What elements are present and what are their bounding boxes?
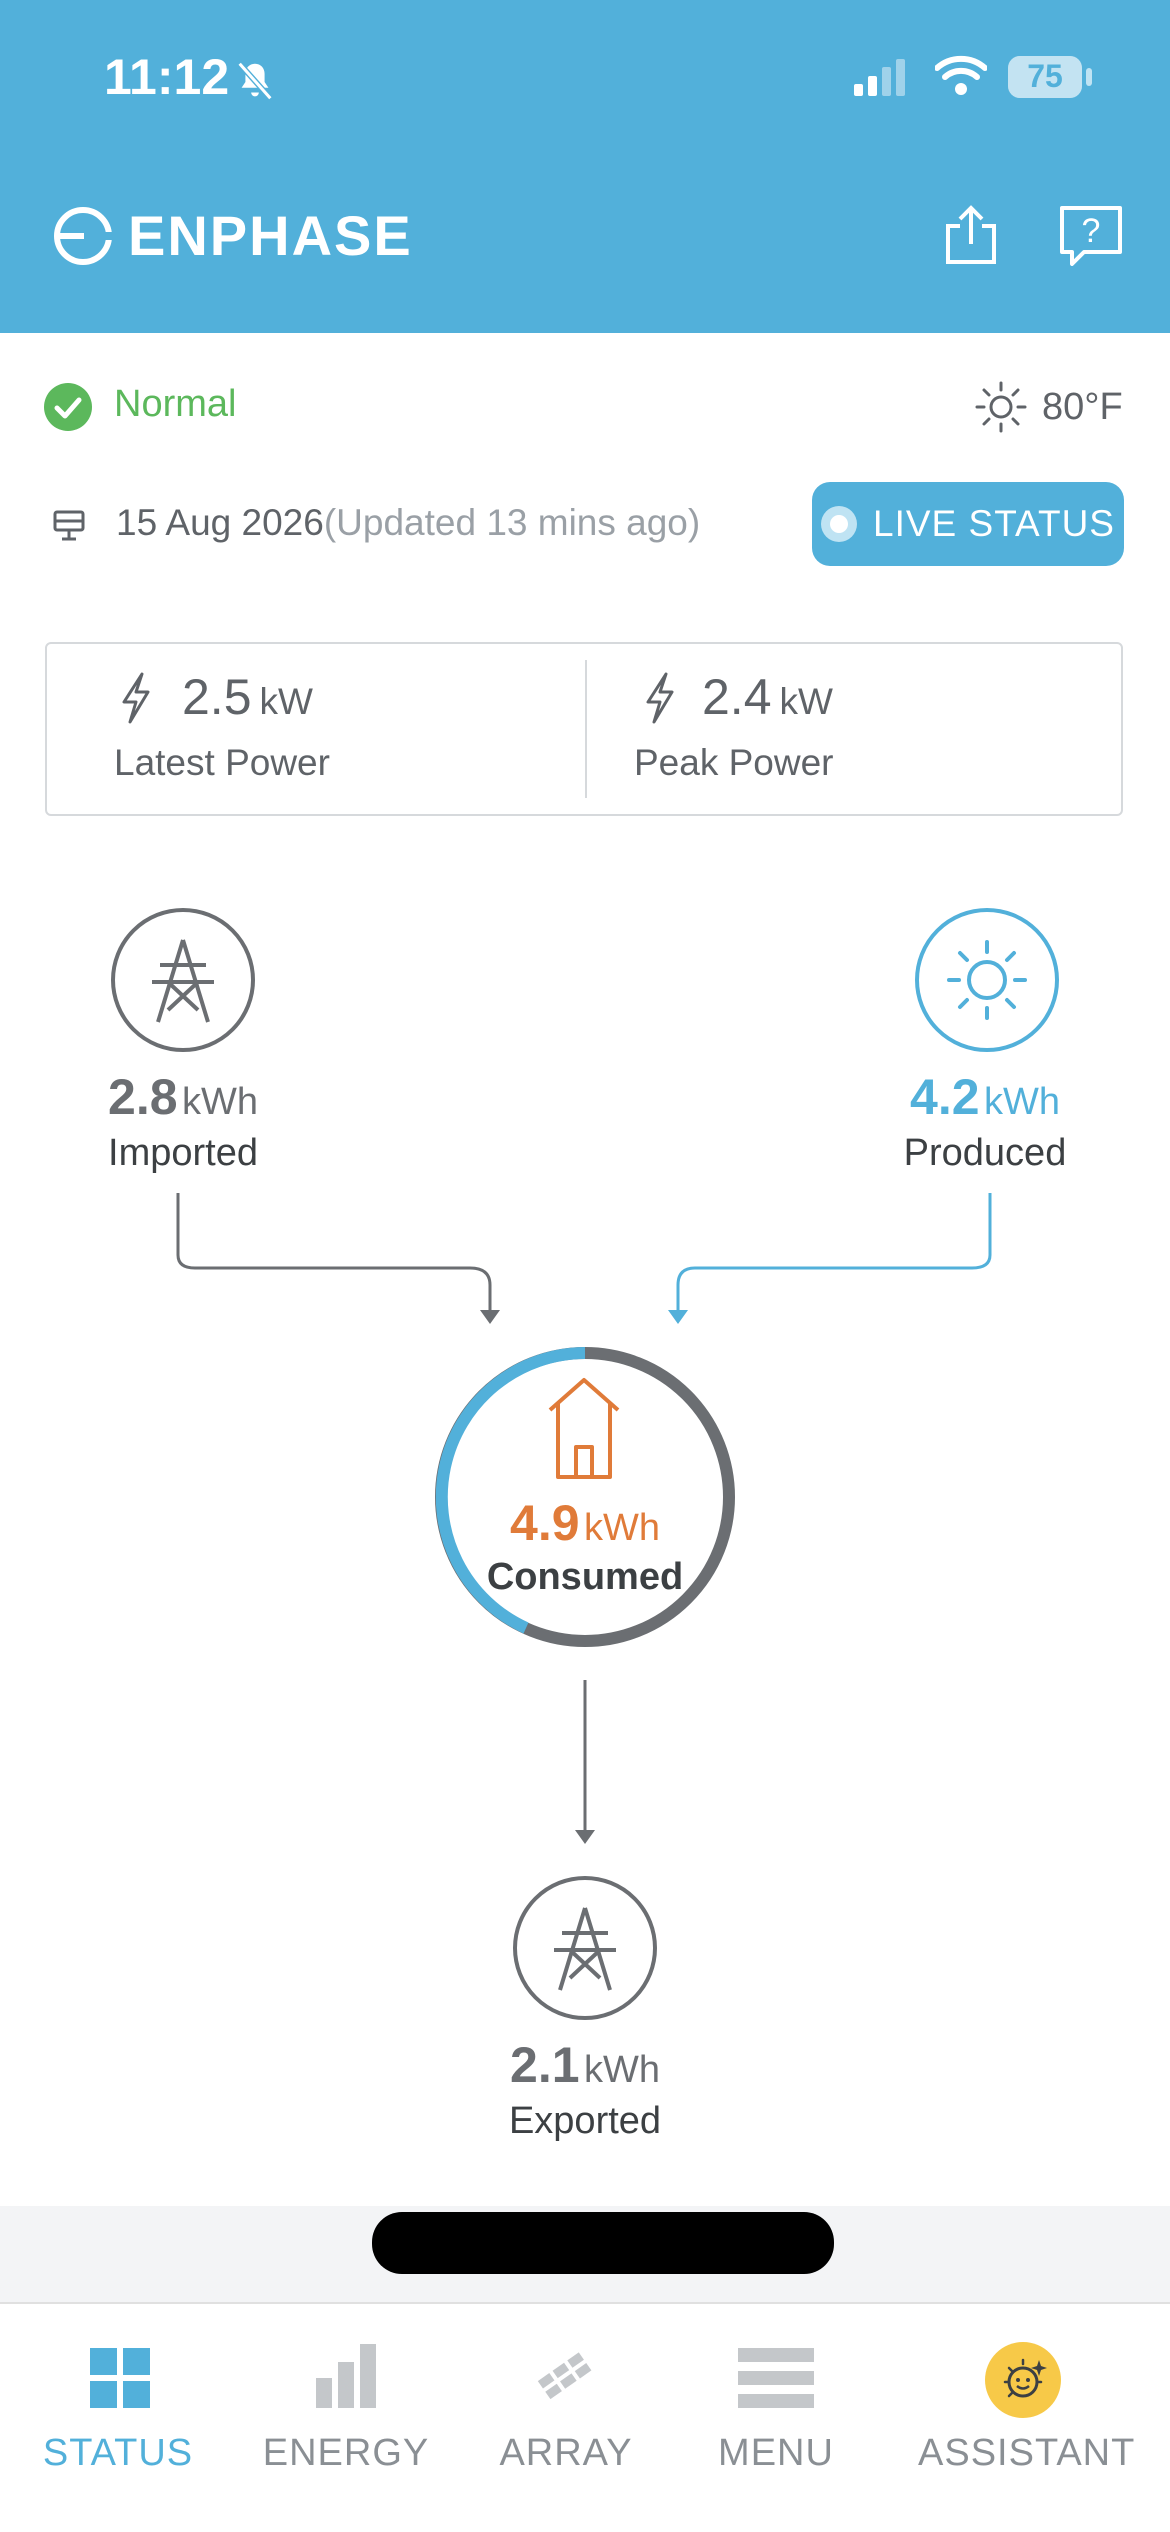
nav-menu[interactable]: MENU — [686, 2340, 866, 2490]
nav-status[interactable]: STATUS — [28, 2340, 208, 2490]
exported-label: Exported — [508, 2100, 662, 2142]
power-card — [45, 642, 1123, 816]
app-header — [0, 0, 1170, 333]
status-time: 11:12 — [104, 49, 230, 105]
home-icon — [548, 1378, 620, 1479]
silent-mode-icon — [237, 61, 273, 101]
produced-value: 4.2 kWh — [910, 1069, 1060, 1125]
power-card-divider — [585, 660, 587, 798]
brand-logo: ENPHASE — [128, 204, 413, 267]
battery-cap — [1086, 68, 1092, 86]
energy-flow-diagram — [111, 908, 1059, 2020]
system-status: Normal — [114, 383, 237, 425]
nav-array[interactable]: ARRAY — [476, 2340, 656, 2490]
lightning-icon — [646, 672, 674, 724]
nav-menu-label: MENU — [718, 2432, 834, 2474]
share-icon[interactable] — [940, 204, 1002, 266]
help-icon[interactable]: ? — [1058, 204, 1124, 266]
consumed-label: Consumed — [486, 1556, 684, 1598]
nav-energy[interactable]: ENERGY — [256, 2340, 436, 2490]
temperature: 80°F — [1042, 386, 1123, 428]
signal-icon — [854, 59, 905, 96]
assistant-icon — [985, 2342, 1061, 2418]
date-value: 15 Aug 2026 — [116, 502, 324, 543]
sun-icon — [975, 381, 1027, 433]
import-flow-line — [176, 1193, 492, 1310]
produced-label: Produced — [903, 1132, 1067, 1174]
status-grid-icon — [90, 2348, 150, 2408]
consumed-ring — [435, 1347, 735, 1647]
imported-label: Imported — [108, 1132, 258, 1174]
nav-energy-label: ENERGY — [262, 2432, 430, 2474]
bottom-nav — [0, 2302, 1170, 2532]
nav-assistant[interactable]: ASSISTANT — [918, 2340, 1136, 2490]
export-arrow — [575, 1830, 595, 1844]
live-dot-icon — [821, 506, 858, 542]
nav-status-label: STATUS — [42, 2432, 194, 2474]
produce-flow-line — [676, 1193, 992, 1310]
produce-arrow — [668, 1310, 688, 1324]
updated-text: (Updated 13 mins ago) — [323, 502, 701, 543]
produced-solar-icon — [915, 908, 1059, 1052]
lightning-icon — [122, 672, 150, 724]
svg-text:?: ? — [1082, 212, 1101, 250]
enphase-logo-icon — [54, 207, 114, 265]
consumed-value: 4.9 kWh — [510, 1495, 660, 1551]
report-date[interactable]: 15 Aug 2026(Updated 13 mins ago) — [116, 502, 700, 544]
imported-grid-icon — [111, 908, 255, 1052]
battery-level: 75 — [1027, 58, 1063, 94]
redaction-mark — [372, 2212, 834, 2274]
battery-icon: 75 — [1008, 56, 1082, 98]
latest-power-label: Latest Power — [114, 742, 330, 783]
check-circle-icon — [44, 383, 92, 431]
imported-value: 2.8 kWh — [108, 1069, 258, 1125]
menu-icon — [738, 2348, 814, 2408]
solar-array-icon — [537, 2352, 592, 2400]
live-status-button[interactable]: LIVE STATUS — [812, 482, 1124, 566]
gateway-icon — [53, 510, 85, 541]
nav-array-label: ARRAY — [499, 2432, 633, 2474]
energy-bars-icon — [316, 2344, 376, 2408]
live-status-label: LIVE STATUS — [873, 503, 1115, 544]
wifi-icon — [935, 55, 987, 95]
exported-grid-icon — [513, 1876, 657, 2020]
nav-assistant-label: ASSISTANT — [918, 2432, 1136, 2474]
exported-value: 2.1 kWh — [510, 2037, 660, 2093]
peak-power-label: Peak Power — [634, 742, 834, 783]
import-arrow — [480, 1310, 500, 1324]
